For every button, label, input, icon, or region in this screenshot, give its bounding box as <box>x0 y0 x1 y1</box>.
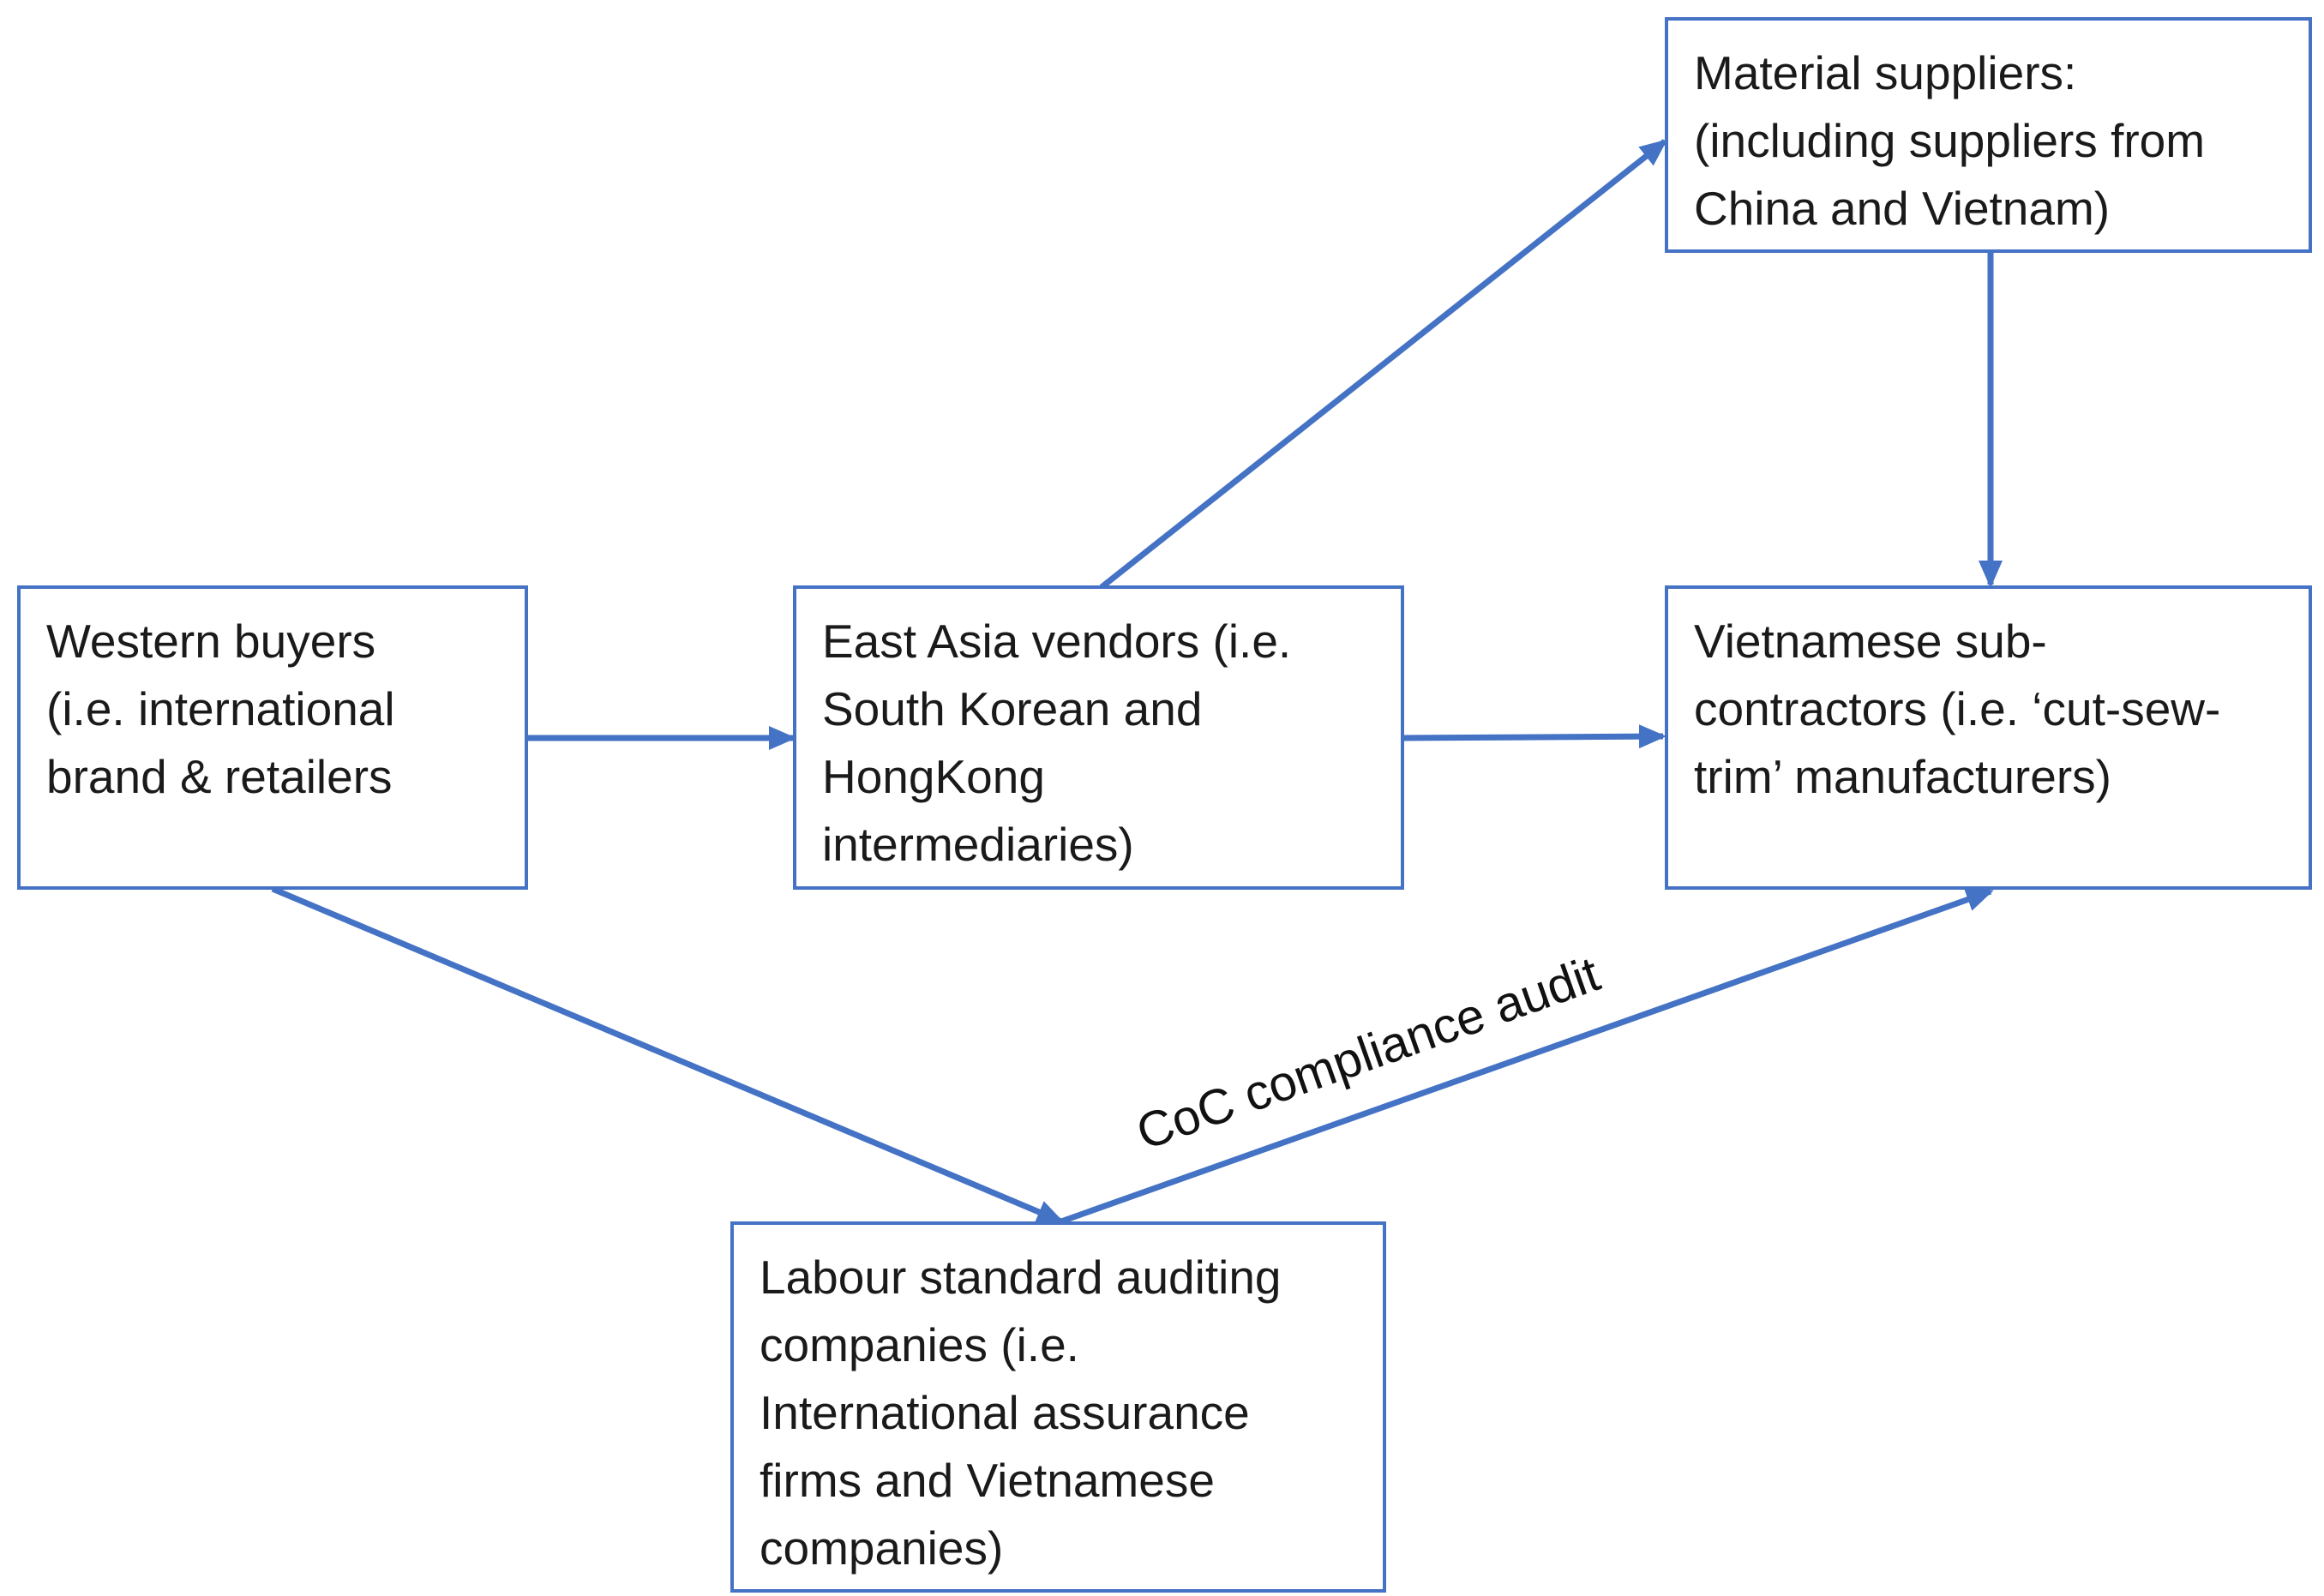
node-labour-auditing: Labour standard auditing companies (i.e.… <box>730 1221 1386 1593</box>
arrow-vendors-to-subcontractors <box>1403 724 1666 749</box>
node-material-suppliers: Material suppliers: (including suppliers… <box>1665 17 2312 253</box>
arrow-auditing-to-subcontractors <box>1060 888 1994 1225</box>
node-east-asia-vendors: East Asia vendors (i.e. South Korean and… <box>793 585 1404 890</box>
arrow-buyers-to-auditing <box>271 885 1065 1225</box>
arrow-vendors-to-suppliers <box>1099 139 1668 590</box>
node-vietnamese-subcontractors: Vietnamese sub- contractors (i.e. ‘cut-s… <box>1665 585 2312 890</box>
node-western-buyers: Western buyers (i.e. international brand… <box>17 585 528 890</box>
